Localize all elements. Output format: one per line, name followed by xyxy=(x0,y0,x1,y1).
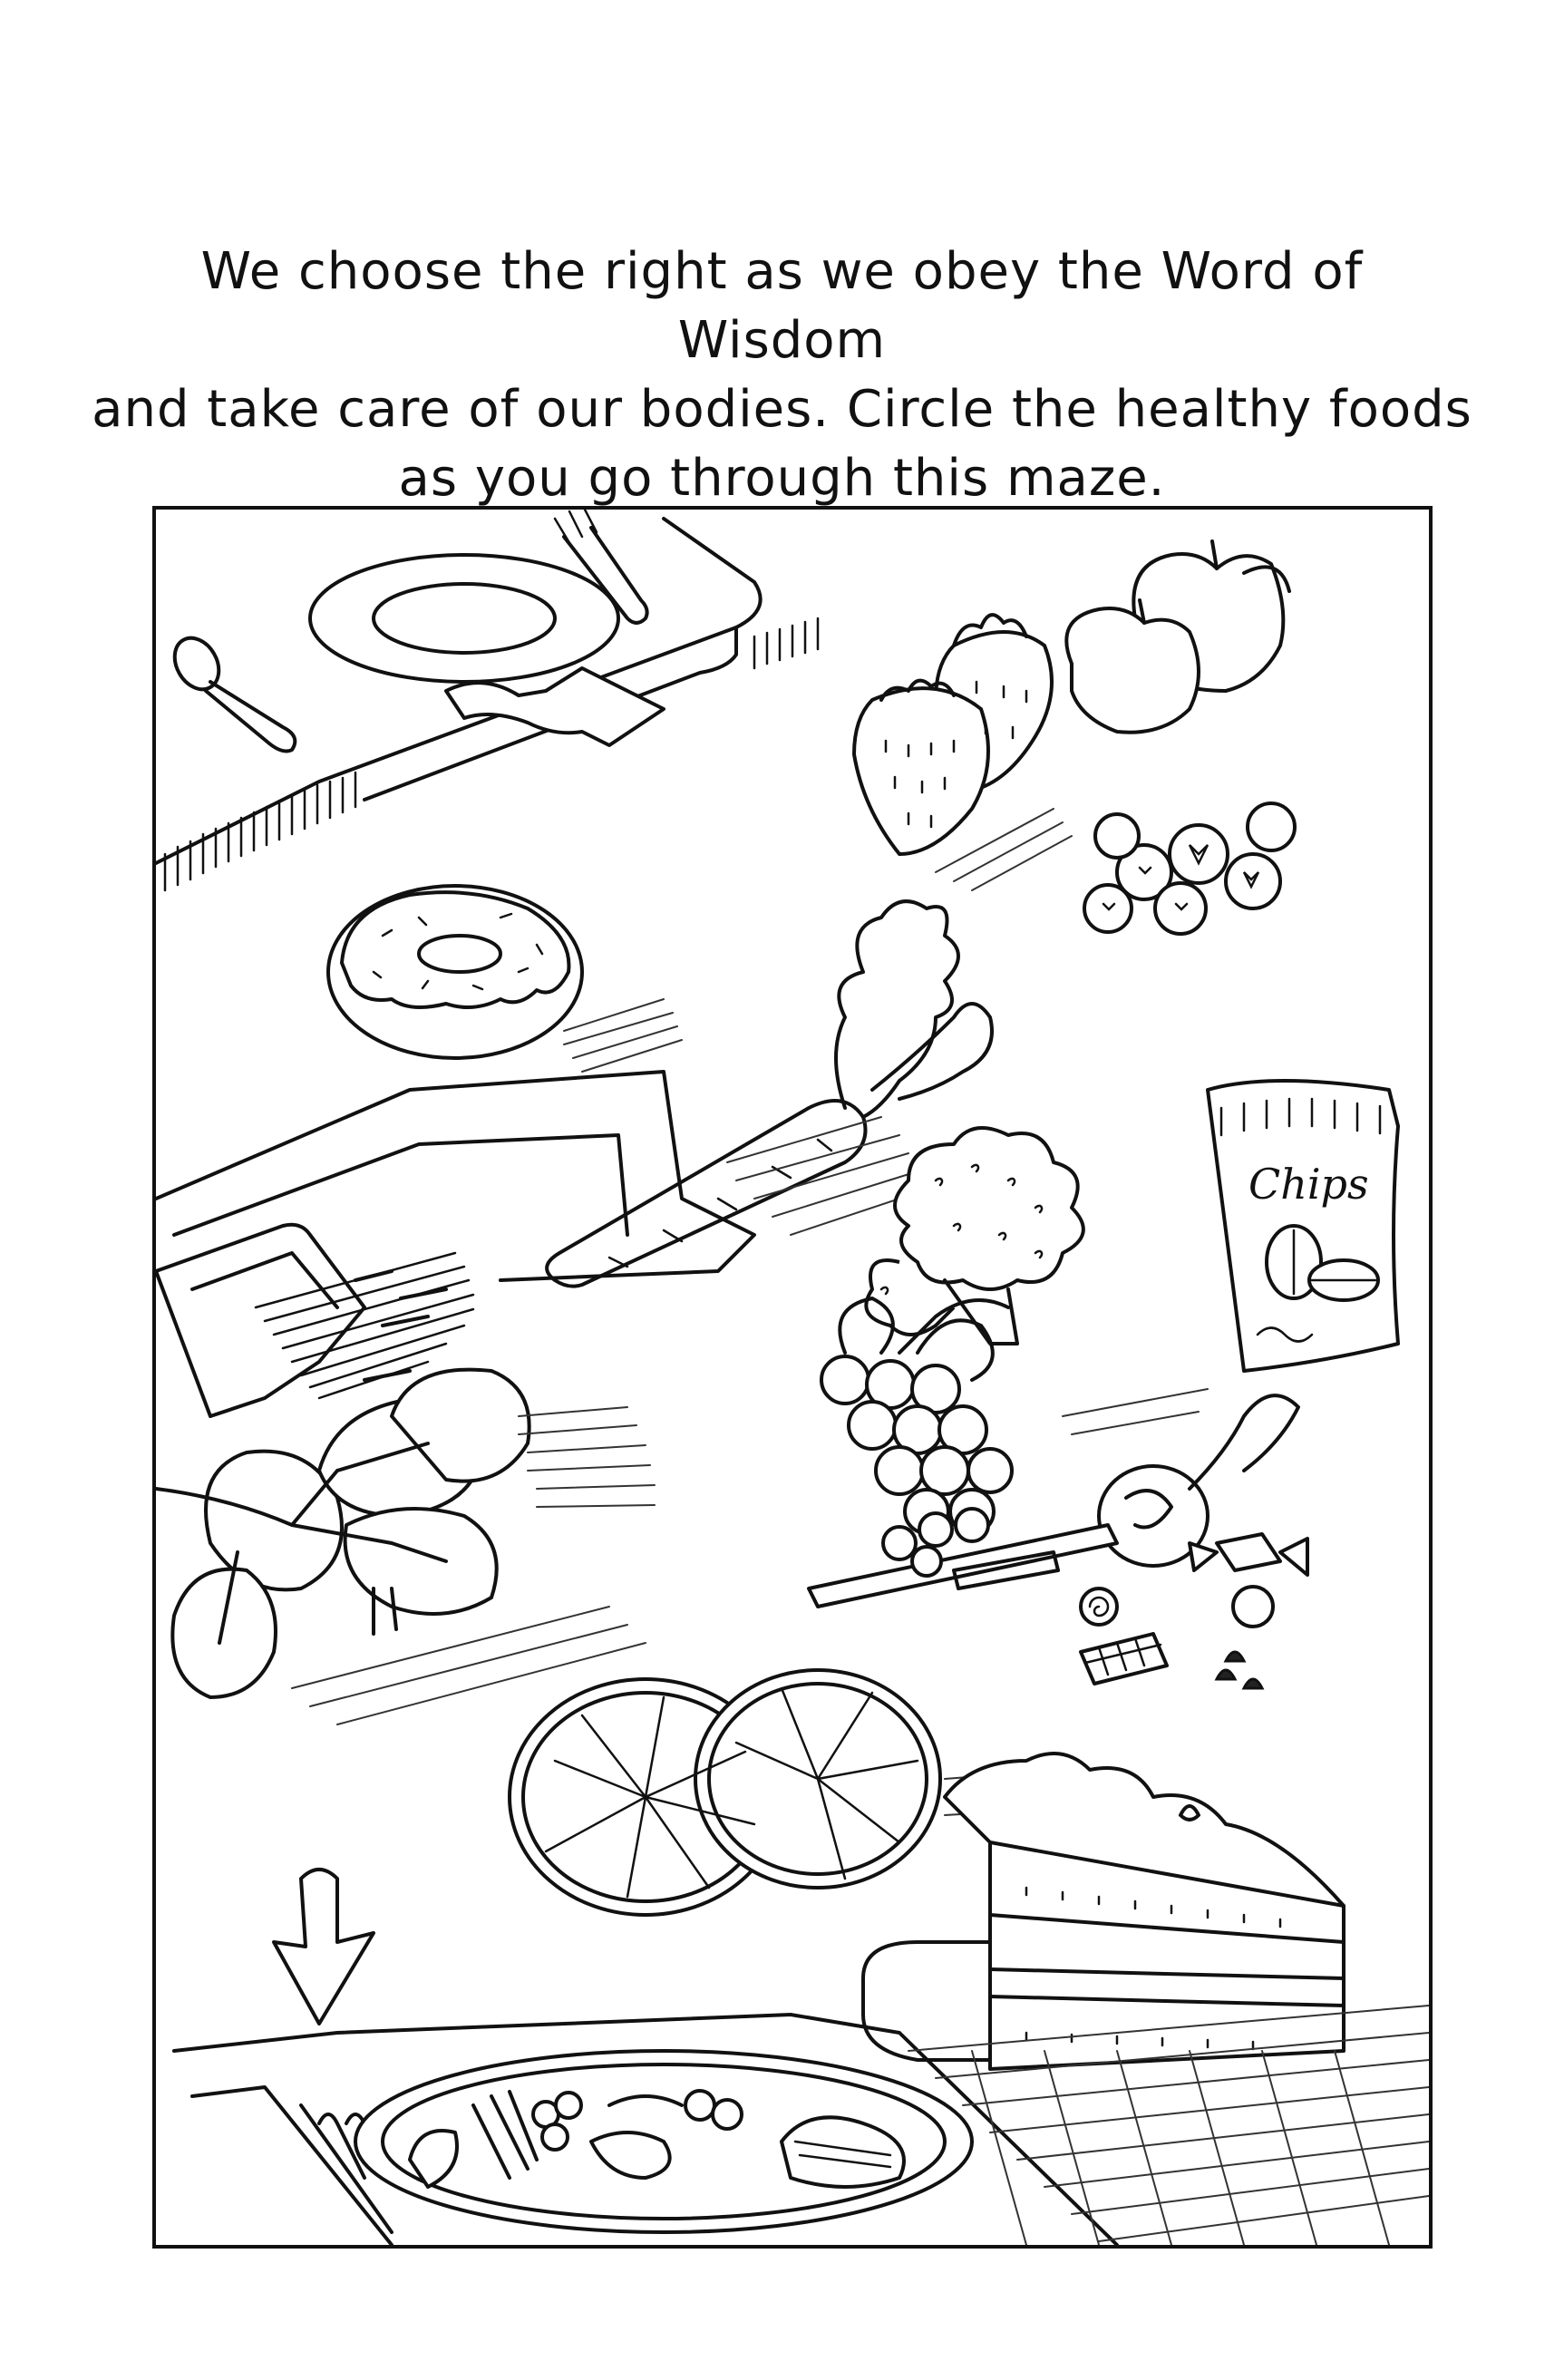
spoon-icon xyxy=(172,636,297,753)
strawberry-icon xyxy=(852,613,1054,856)
instructions-line-2: and take care of our bodies. Circle the … xyxy=(92,380,1472,439)
fries-icon xyxy=(156,1070,756,1418)
start-arrow-icon xyxy=(444,666,665,747)
orange-slice-icon xyxy=(508,1668,942,1917)
apple-icon xyxy=(1064,539,1291,734)
donut-icon xyxy=(326,884,584,1060)
instructions-text: We choose the right as we obey the Word … xyxy=(91,238,1473,513)
chips-label: Chips xyxy=(1248,1160,1369,1209)
chips-bag-icon: Chips xyxy=(1206,1079,1400,1373)
finish-plate-icon xyxy=(354,2049,974,2234)
carrot-icon xyxy=(545,899,994,1288)
instructions-line-3: as you go through this maze. xyxy=(398,449,1166,508)
blueberry-icon xyxy=(1083,801,1297,936)
plate-icon xyxy=(308,553,620,684)
maze-drawing: Chips xyxy=(156,510,1429,2245)
start-table xyxy=(156,517,820,892)
instructions-line-1: We choose the right as we obey the Word … xyxy=(200,242,1364,370)
broccoli-icon xyxy=(864,1126,1085,1345)
finish-table xyxy=(172,2005,1429,2245)
candy-icon xyxy=(807,1394,1309,1690)
fork-icon xyxy=(553,510,649,625)
spinach-icon xyxy=(156,1367,531,1699)
maze-frame[interactable]: Chips xyxy=(152,506,1433,2249)
finish-arrow-icon xyxy=(272,1868,375,2025)
